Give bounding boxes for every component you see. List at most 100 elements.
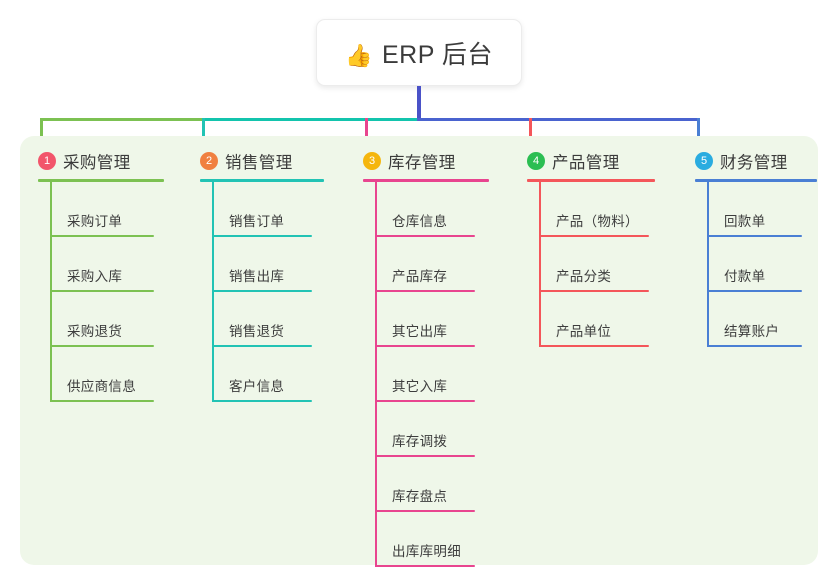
branch-item-label: 供应商信息	[67, 379, 136, 394]
branch-item-label: 仓库信息	[392, 214, 448, 229]
branch-item[interactable]: 产品单位	[539, 292, 655, 347]
branch-item-underline	[50, 400, 154, 402]
root-node[interactable]: 👍 ERP 后台	[316, 19, 522, 86]
branch-header-4[interactable]: 4 产品管理	[527, 148, 655, 174]
branch-title: 库存管理	[388, 154, 456, 172]
branch-item-label: 出库库明细	[392, 544, 461, 559]
branch-title: 产品管理	[552, 154, 620, 172]
connector-drop-1	[40, 118, 43, 150]
branch-item[interactable]: 其它入库	[375, 347, 489, 402]
branch-item[interactable]: 库存盘点	[375, 457, 489, 512]
branch-number-badge: 1	[38, 152, 56, 170]
branch-item-label: 付款单	[724, 269, 766, 284]
branch-item[interactable]: 仓库信息	[375, 182, 489, 237]
branch-title: 财务管理	[720, 154, 788, 172]
branch-item[interactable]: 付款单	[707, 237, 817, 292]
branch-spine	[212, 182, 214, 402]
branch-item-underline	[375, 565, 475, 567]
branch-item[interactable]: 产品库存	[375, 237, 489, 292]
branch-spine	[539, 182, 541, 347]
branch-number-badge: 4	[527, 152, 545, 170]
branch-items: 仓库信息产品库存其它出库其它入库库存调拨库存盘点出库库明细	[375, 182, 489, 567]
branch-item-underline	[50, 345, 154, 347]
branch-header-3[interactable]: 3 库存管理	[363, 148, 489, 174]
branch-item-label: 采购订单	[67, 214, 123, 229]
connector-drop-5	[697, 118, 700, 150]
branch-column-3: 3 库存管理仓库信息产品库存其它出库其它入库库存调拨库存盘点出库库明细	[363, 148, 489, 567]
branch-item-underline	[50, 235, 154, 237]
root-node-label: 👍 ERP 后台	[345, 35, 493, 71]
branch-item-underline	[375, 455, 475, 457]
branch-item-label: 回款单	[724, 214, 766, 229]
branch-items: 采购订单采购入库采购退货供应商信息	[50, 182, 164, 402]
branch-item[interactable]: 其它出库	[375, 292, 489, 347]
connector-drop-2	[202, 118, 205, 150]
branch-item-label: 产品单位	[556, 324, 612, 339]
branch-item-label: 产品库存	[392, 269, 448, 284]
branch-item-label: 销售订单	[229, 214, 285, 229]
connector-drop-4	[529, 118, 532, 150]
branch-title: 采购管理	[63, 154, 131, 172]
thumbs-up-icon: 👍	[345, 42, 373, 68]
branch-item-label: 产品分类	[556, 269, 612, 284]
branch-spine	[50, 182, 52, 402]
branch-underline	[200, 179, 324, 182]
branch-item[interactable]: 产品（物料）	[539, 182, 655, 237]
branch-items: 产品（物料） 产品分类产品单位	[539, 182, 655, 347]
branch-item[interactable]: 库存调拨	[375, 402, 489, 457]
branch-item[interactable]: 采购退货	[50, 292, 164, 347]
branch-item-underline	[707, 290, 802, 292]
branch-item[interactable]: 出库库明细	[375, 512, 489, 567]
branch-item-underline	[707, 235, 802, 237]
branch-item-underline	[375, 345, 475, 347]
branch-items: 回款单付款单结算账户	[707, 182, 817, 347]
branch-item[interactable]: 客户信息	[212, 347, 324, 402]
branch-item-label: 其它入库	[392, 379, 448, 394]
branch-underline	[527, 179, 655, 182]
branch-item-underline	[212, 235, 312, 237]
branch-item[interactable]: 采购入库	[50, 237, 164, 292]
branch-item[interactable]: 产品分类	[539, 237, 655, 292]
branch-item-underline	[707, 345, 802, 347]
branch-item[interactable]: 回款单	[707, 182, 817, 237]
branch-column-1: 1 采购管理采购订单采购入库采购退货供应商信息	[38, 148, 164, 402]
branch-item-label: 销售出库	[229, 269, 285, 284]
branch-spine	[707, 182, 709, 347]
branch-item[interactable]: 供应商信息	[50, 347, 164, 402]
branch-item-underline	[539, 290, 649, 292]
branch-column-4: 4 产品管理产品（物料） 产品分类产品单位	[527, 148, 655, 347]
connector-bus-segment-2	[202, 118, 420, 121]
branch-item-underline	[50, 290, 154, 292]
branch-item-label: 其它出库	[392, 324, 448, 339]
branch-item-underline	[375, 235, 475, 237]
branch-item-underline	[212, 400, 312, 402]
branch-item[interactable]: 结算账户	[707, 292, 817, 347]
branch-item[interactable]: 销售订单	[212, 182, 324, 237]
branch-number-badge: 3	[363, 152, 381, 170]
branch-header-1[interactable]: 1 采购管理	[38, 148, 164, 174]
branch-item-label: 库存盘点	[392, 489, 448, 504]
branch-item-underline	[375, 290, 475, 292]
branch-items: 销售订单销售出库销售退货客户信息	[212, 182, 324, 402]
branch-item-underline	[539, 235, 649, 237]
branch-item[interactable]: 销售出库	[212, 237, 324, 292]
connector-bus-segment-1	[40, 118, 204, 121]
branch-item-label: 采购入库	[67, 269, 123, 284]
branch-item[interactable]: 销售退货	[212, 292, 324, 347]
branch-item-label: 产品（物料）	[556, 214, 639, 229]
branch-item-label: 库存调拨	[392, 434, 448, 449]
branch-underline	[363, 179, 489, 182]
branch-item-label: 采购退货	[67, 324, 123, 339]
branch-item-underline	[375, 510, 475, 512]
connector-drop-3	[365, 118, 368, 150]
root-node-title: ERP 后台	[382, 40, 493, 69]
branch-item-underline	[212, 345, 312, 347]
branch-number-badge: 2	[200, 152, 218, 170]
branch-item[interactable]: 采购订单	[50, 182, 164, 237]
branch-item-underline	[375, 400, 475, 402]
